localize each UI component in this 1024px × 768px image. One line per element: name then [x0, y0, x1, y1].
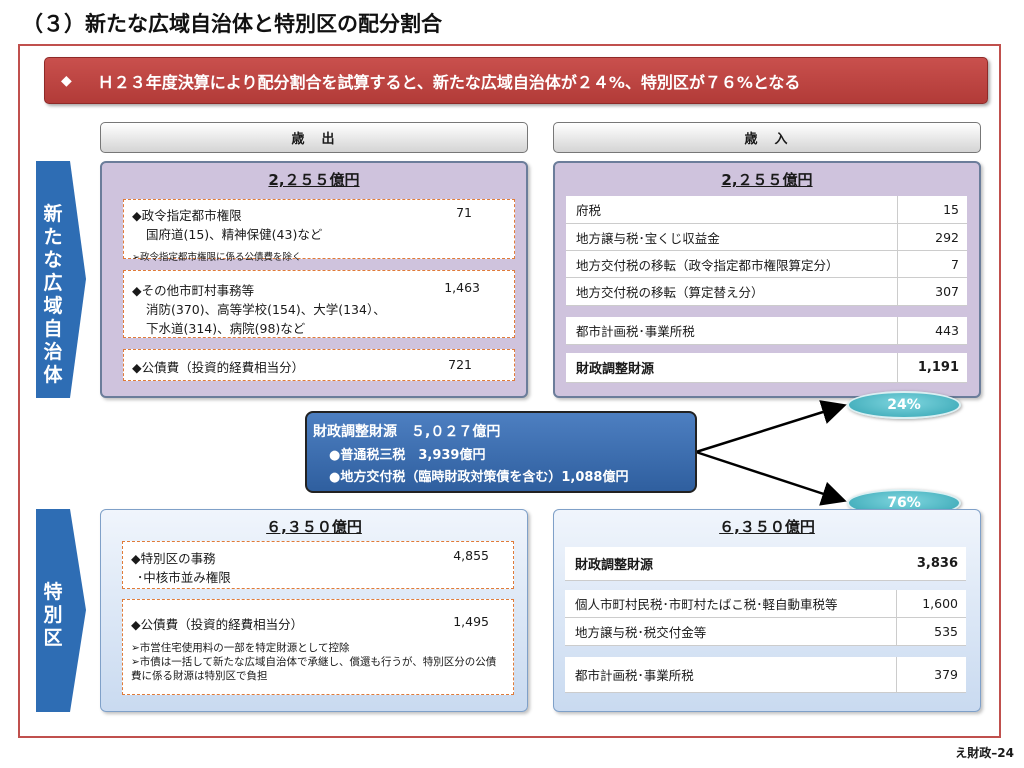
prefecture-ratio-badge: 24% — [847, 391, 961, 419]
fiscal-adjustment-source-box: 財政調整財源 ５,０２７億円 ●普通税三税 3,939億円 ●地方交付税（臨時財… — [305, 411, 697, 493]
revenue-table: 財政調整財源 3,836 — [565, 547, 966, 581]
fiscal-adjustment-head: 財政調整財源 ５,０２７億円 — [313, 424, 501, 440]
expense-item: ◆公債費（投資的経費相当分） 721 — [123, 349, 515, 381]
revenue-row: 地方交付税の移転（算定替え分） 307 — [566, 278, 967, 306]
summary-banner: ◆ Ｈ２３年度決算により配分割合を試算すると、新たな広域自治体が２４%、特別区が… — [44, 57, 988, 104]
expense-item-name: ◆公債費（投資的経費相当分） — [131, 617, 304, 632]
revenue-value: 15 — [897, 196, 967, 223]
revenue-label: 都市計画税･事業所税 — [575, 668, 694, 683]
expense-item: ◆その他市町村事務等 1,463 消防(370)、高等学校(154)、大学(134… — [123, 270, 515, 338]
fiscal-adjustment-line: ●地方交付税（臨時財政対策債を含む）1,088億円 — [329, 470, 629, 485]
expense-item: ◆政令指定都市権限 71 国府道(15)、精神保健(43)など ➢政令指定都市権限… — [123, 199, 515, 263]
revenue-label: 府税 — [576, 203, 602, 218]
page-title: （３）新たな広域自治体と特別区の配分割合 — [22, 12, 442, 36]
revenue-table: 個人市町村民税･市町村たばこ税･軽自動車税等 1,600 地方譲与税･税交付金等 5… — [565, 590, 966, 646]
revenue-table: 財政調整財源 1,191 — [566, 353, 967, 383]
revenue-label: 個人市町村民税･市町村たばこ税･軽自動車税等 — [575, 597, 838, 612]
expense-item-detail: 下水道(314)、病院(98)など — [146, 321, 306, 336]
revenue-table: 都市計画税･事業所税 379 — [565, 657, 966, 693]
expense-item-name: ◆特別区の事務 — [131, 551, 216, 566]
revenue-value: 7 — [897, 251, 967, 277]
chevron-right-icon — [36, 509, 86, 712]
main-frame — [18, 44, 1001, 738]
revenue-label: 地方交付税の移転（算定替え分） — [576, 285, 764, 300]
revenue-value: 379 — [896, 657, 966, 692]
arrow-to-ward — [695, 450, 847, 506]
revenue-row: 地方譲与税･税交付金等 535 — [565, 618, 966, 646]
ward-expenditure-total: ６,３５０億円 — [266, 518, 362, 536]
revenue-row: 府税 15 — [566, 196, 967, 224]
ward-revenue-total: ６,３５０億円 — [719, 518, 815, 536]
revenue-label: 財政調整財源 — [575, 558, 654, 573]
revenue-value: 443 — [897, 317, 967, 344]
revenue-row: 都市計画税･事業所税 443 — [566, 317, 967, 345]
revenue-row: 財政調整財源 3,836 — [565, 547, 966, 581]
revenue-row: 財政調整財源 1,191 — [566, 353, 967, 383]
revenue-label: 地方交付税の移転（政令指定都市権限算定分） — [576, 257, 839, 273]
expense-item-detail: ･中核市並み権限 — [137, 570, 231, 585]
revenue-label: 地方譲与税･税交付金等 — [575, 625, 707, 640]
expense-item-value: 721 — [448, 357, 472, 372]
page-number: え財政–24 — [955, 746, 1014, 760]
ward-side-arrow: 特別区 — [36, 509, 88, 712]
expense-item-detail: 消防(370)、高等学校(154)、大学(134）、 — [146, 302, 386, 317]
prefecture-revenue-total: 2,２５５億円 — [721, 171, 813, 189]
revenue-value: 1,191 — [897, 353, 967, 382]
fiscal-adjustment-line: ●普通税三税 3,939億円 — [329, 448, 486, 463]
arrow-to-prefecture — [695, 400, 847, 454]
revenue-table: 都市計画税･事業所税 443 — [566, 317, 967, 345]
revenue-value: 292 — [897, 224, 967, 250]
diamond-bullet-icon: ◆ — [61, 72, 72, 89]
expense-item-value: 1,495 — [453, 614, 489, 629]
revenue-column-header: 歳 入 — [553, 122, 981, 153]
expense-item-note: ➢政令指定都市権限に係る公債費を除く — [132, 252, 302, 263]
expense-item-value: 4,855 — [453, 548, 489, 563]
revenue-row: 地方譲与税･宝くじ収益金 292 — [566, 224, 967, 251]
prefecture-side-label: 新たな広域自治体 — [43, 203, 63, 386]
expense-item-note: ➢市債は一括して新たな広域自治体で承継し、償還も行うが、特別区分の公債費に係る財… — [131, 656, 497, 682]
expenditure-column-header: 歳 出 — [100, 122, 528, 153]
chevron-right-icon — [36, 161, 86, 398]
revenue-value: 535 — [896, 618, 966, 645]
expense-item-value: 1,463 — [444, 280, 480, 295]
allocation-arrows — [695, 400, 847, 506]
ward-expenditure-panel: ６,３５０億円 ◆特別区の事務 4,855 ･中核市並み権限 ◆公債費（投資的経費… — [100, 509, 528, 712]
prefecture-expenditure-total: 2,２５５億円 — [268, 171, 360, 189]
revenue-label: 都市計画税･事業所税 — [576, 324, 695, 339]
revenue-value: 307 — [897, 278, 967, 305]
expense-item: ◆特別区の事務 4,855 ･中核市並み権限 — [122, 541, 514, 589]
expense-item-note: ➢市営住宅使用料の一部を特定財源として控除 — [131, 642, 350, 654]
summary-banner-text: Ｈ２３年度決算により配分割合を試算すると、新たな広域自治体が２４%、特別区が７６… — [97, 72, 801, 92]
revenue-value: 1,600 — [896, 590, 966, 617]
expense-item-name: ◆その他市町村事務等 — [132, 283, 255, 298]
revenue-value: 3,836 — [916, 556, 958, 571]
prefecture-side-arrow: 新たな広域自治体 — [36, 161, 88, 398]
prefecture-revenue-panel: 2,２５５億円 府税 15 地方譲与税･宝くじ収益金 292 地方交付税の移転（政令… — [553, 161, 981, 398]
ward-revenue-panel: ６,３５０億円 財政調整財源 3,836 個人市町村民税･市町村たばこ税･軽自動車… — [553, 509, 981, 712]
ward-side-label: 特別区 — [43, 581, 63, 649]
expense-item-name: ◆公債費（投資的経費相当分） — [132, 360, 305, 375]
expense-item: ◆公債費（投資的経費相当分） 1,495 ➢市営住宅使用料の一部を特定財源として控… — [122, 599, 514, 695]
expense-item-detail: 国府道(15)、精神保健(43)など — [146, 227, 323, 242]
revenue-row: 個人市町村民税･市町村たばこ税･軽自動車税等 1,600 — [565, 590, 966, 618]
revenue-row: 都市計画税･事業所税 379 — [565, 657, 966, 693]
revenue-label: 財政調整財源 — [576, 362, 655, 377]
revenue-label: 地方譲与税･宝くじ収益金 — [576, 230, 720, 246]
prefecture-expenditure-panel: 2,２５５億円 ◆政令指定都市権限 71 国府道(15)、精神保健(43)など ➢… — [100, 161, 528, 398]
revenue-row: 地方交付税の移転（政令指定都市権限算定分） 7 — [566, 251, 967, 278]
expense-item-value: 71 — [456, 205, 472, 220]
revenue-table: 府税 15 地方譲与税･宝くじ収益金 292 地方交付税の移転（政令指定都市権限算定… — [566, 196, 967, 306]
expense-item-name: ◆政令指定都市権限 — [132, 208, 242, 223]
